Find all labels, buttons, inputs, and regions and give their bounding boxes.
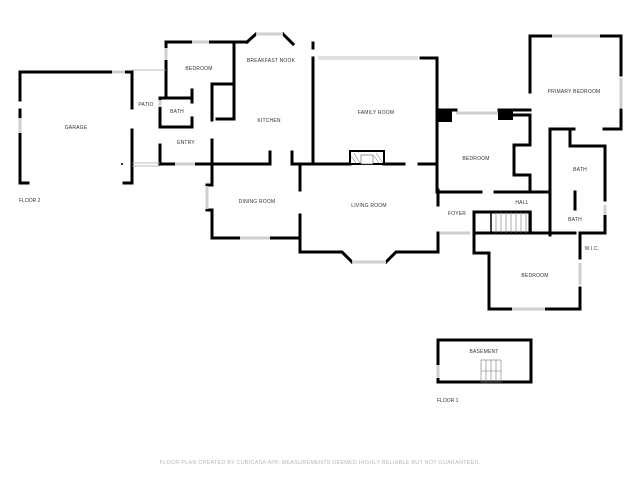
room-label-bedroom: BEDROOM <box>185 66 213 72</box>
room-label-garage: GARAGE <box>64 125 88 131</box>
garage-marker <box>121 163 123 165</box>
floor-1-label: FLOOR 1 <box>437 398 459 404</box>
windows <box>18 32 623 378</box>
room-label-patio: PATIO <box>138 102 154 108</box>
room-label-bath-lower: BATH <box>568 217 582 223</box>
dining-room-walls <box>205 162 302 240</box>
room-label-family-room: FAMILY ROOM <box>357 110 395 116</box>
room-label-bath: BATH <box>170 109 184 115</box>
thin-lines <box>132 56 418 167</box>
bath-wic-walls <box>548 190 607 260</box>
hall-stairs <box>490 211 532 234</box>
living-room-walls <box>298 188 440 265</box>
room-label-bedroom-lower: BEDROOM <box>521 273 549 279</box>
room-label-entry: ENTRY <box>177 140 195 146</box>
room-label-dining-room: DINING ROOM <box>238 199 276 205</box>
fireplace <box>349 150 385 165</box>
chimney-block-right <box>498 110 513 120</box>
primary-bedroom-walls <box>528 34 623 194</box>
breakfast-nook-walls <box>210 31 302 166</box>
disclaimer-footer: FLOOR PLAN CREATED BY CUBICASA APP. MEAS… <box>159 460 481 466</box>
room-label-bedroom-center: BEDROOM <box>462 156 490 162</box>
room-label-bath-upper: BATH <box>573 167 587 173</box>
room-label-breakfast-nook: BREAKFAST NOOK <box>246 58 296 64</box>
center-bedroom-walls <box>435 58 552 194</box>
room-label-basement: BASEMENT <box>469 349 499 355</box>
floor-2-label: FLOOR 2 <box>19 198 41 204</box>
garage-walls <box>18 70 134 185</box>
chimney-block-left <box>437 110 452 122</box>
room-label-hall: HALL <box>515 200 529 206</box>
basement-walls <box>436 338 533 384</box>
family-room-walls <box>298 41 439 192</box>
room-label-foyer: FOYER <box>447 211 467 217</box>
room-label-living-room: LIVING ROOM <box>351 203 387 209</box>
hall-foyer-walls <box>472 210 582 311</box>
room-label-kitchen: KITCHEN <box>257 118 281 124</box>
basement-stairs <box>480 359 502 383</box>
room-label-primary-bedroom: PRIMARY BEDROOM <box>547 89 601 95</box>
room-label-wic: W.I.C. <box>584 246 600 252</box>
